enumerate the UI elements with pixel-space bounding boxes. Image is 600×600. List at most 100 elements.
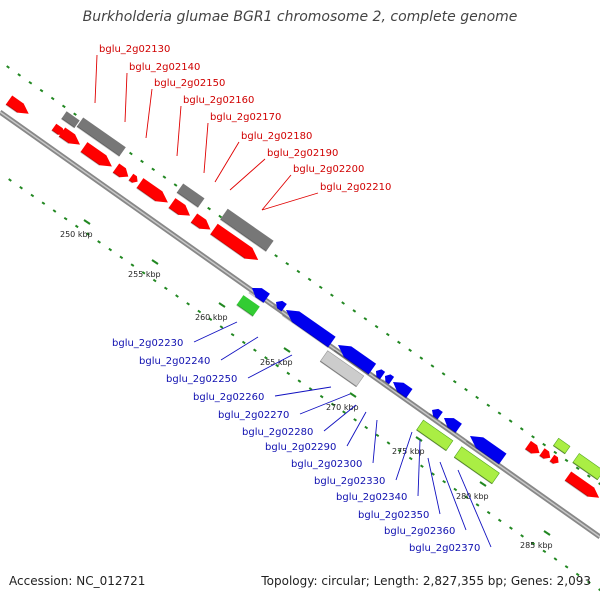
inner-dot-tick (509, 526, 513, 530)
light-green-feature-shade (453, 456, 493, 485)
gene-label-red: bglu_2g02210 (320, 182, 391, 193)
outer-dot-tick (285, 261, 290, 266)
inner-dot-tick (464, 495, 469, 499)
leader-line-blue (395, 431, 413, 481)
gene-arrow-forward-shade (80, 151, 100, 166)
inner-dot-tick (453, 487, 458, 492)
scale-label: 280 kbp (456, 492, 489, 501)
inner-dot-tick (497, 518, 502, 523)
leader-line-blue (193, 321, 238, 343)
leader-line-blue (346, 411, 367, 447)
outer-dot-tick (207, 206, 211, 211)
leader-line-blue (247, 354, 293, 379)
gene-arrow-forward (549, 454, 559, 464)
inner-dot-tick (564, 565, 569, 569)
gene-label-red: bglu_2g02200 (293, 164, 364, 175)
map-title: Burkholderia glumae BGR1 chromosome 2, c… (82, 9, 518, 25)
gene-label-blue: bglu_2g02290 (265, 442, 336, 453)
inner-dot-tick (531, 541, 536, 546)
leader-line-red (261, 192, 319, 211)
inner-dot-tick (8, 178, 12, 182)
gene-arrow-reverse (252, 288, 270, 303)
inner-dot-tick (386, 441, 391, 445)
scale-tick (543, 530, 551, 536)
outer-dot-tick (452, 379, 457, 384)
gene-arrow-reverse (444, 418, 462, 433)
scale-label: 255 kbp (128, 270, 161, 279)
scale-tick (415, 436, 423, 442)
outer-dot-tick (17, 73, 22, 77)
inner-dot-tick (353, 418, 357, 422)
outer-dot-tick (318, 285, 323, 290)
gene-arrow-forward-shade (209, 233, 246, 260)
leader-line-blue (457, 469, 492, 548)
gray-feature (176, 183, 205, 208)
gene-arrow-reverse-shade (373, 374, 381, 380)
inner-dot-tick (297, 379, 302, 383)
gene-label-blue: bglu_2g02280 (242, 427, 313, 438)
gene-arrow-forward-shade (128, 179, 133, 184)
inner-dot-tick (598, 588, 600, 592)
scale-label: 260 kbp (195, 313, 228, 322)
gray-feature-shade (61, 118, 75, 129)
leader-line-blue (299, 393, 351, 415)
inner-dot-tick (408, 456, 413, 461)
gene-label-blue: bglu_2g02240 (139, 356, 210, 367)
light-green-feature (453, 446, 500, 485)
light-gray-feature (319, 350, 365, 388)
outer-dot-tick (441, 372, 446, 376)
leader-line-red (261, 174, 292, 211)
outer-dot-tick (50, 96, 55, 101)
gene-label-blue: bglu_2g02350 (358, 510, 429, 521)
gene-label-red: bglu_2g02170 (210, 112, 281, 123)
gene-arrow-forward-shade (136, 187, 156, 202)
gray-feature (76, 117, 126, 157)
inner-dot-tick (319, 394, 324, 399)
topology-text: Topology: circular; Length: 2,827,355 bp… (261, 574, 591, 588)
outer-dot-tick (598, 482, 600, 486)
inner-dot-tick (219, 325, 224, 329)
gene-arrow-reverse-shade (429, 413, 439, 420)
gene-arrow-forward (80, 142, 112, 167)
gene-arrow-forward (128, 173, 138, 183)
gene-arrow-forward-shade (51, 129, 59, 136)
leader-line-red (176, 105, 182, 157)
inner-dot-tick (542, 549, 547, 554)
light-gray-feature-shade (319, 360, 357, 388)
outer-dot-tick (575, 466, 580, 471)
scale-label: 250 kbp (60, 230, 93, 239)
gene-arrow-reverse-shade (273, 305, 283, 312)
inner-dot-tick (587, 580, 591, 585)
inner-dot-tick (119, 255, 124, 260)
gene-arrow-forward-shade (539, 455, 545, 460)
outer-dot-tick (274, 254, 278, 258)
gene-label-blue: bglu_2g02270 (218, 410, 289, 421)
gene-arrow-forward (58, 127, 80, 145)
gene-label-blue: bglu_2g02230 (112, 338, 183, 349)
leader-line-red (145, 88, 153, 139)
gene-arrow-forward (168, 198, 190, 216)
gene-arrow-reverse-shade (333, 349, 370, 375)
gene-label-red: bglu_2g02180 (241, 131, 312, 142)
light-green-feature-shade (416, 429, 447, 452)
outer-dot-tick (140, 159, 144, 164)
inner-dot-tick (308, 387, 313, 391)
light-green-feature (552, 437, 571, 455)
gene-arrow-forward-shade (5, 103, 18, 114)
outer-dot-tick (330, 293, 334, 297)
leader-line-red (214, 141, 240, 183)
light-green-feature-shade (572, 461, 598, 481)
outer-dot-tick (307, 277, 312, 282)
gene-arrow-reverse (393, 382, 413, 398)
inner-dot-tick (253, 348, 257, 352)
inner-dot-tick (342, 410, 346, 414)
outer-dot-tick (352, 309, 357, 313)
scale-label: 270 kbp (326, 403, 359, 412)
scale-tick (151, 259, 159, 265)
gene-arrow-forward (136, 178, 168, 203)
gene-arrow-reverse (286, 310, 336, 348)
inner-dot-tick (486, 510, 491, 515)
gene-label-blue: bglu_2g02360 (384, 526, 455, 537)
inner-dot-tick (97, 240, 101, 244)
